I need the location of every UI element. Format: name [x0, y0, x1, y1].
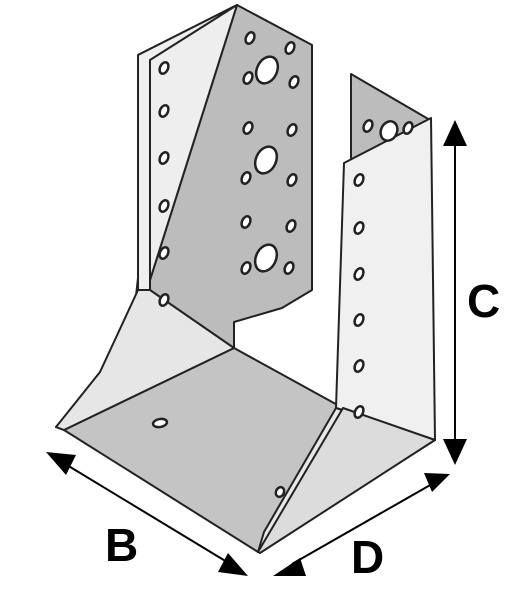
- dimension-d-line: [291, 483, 433, 565]
- bolt-hole: [253, 145, 279, 175]
- nail-hole: [286, 173, 298, 187]
- fastener-holes: [151, 31, 414, 499]
- nail-hole: [274, 485, 286, 499]
- nail-hole: [353, 313, 365, 327]
- bolt-hole: [253, 243, 279, 273]
- nail-hole: [240, 171, 252, 185]
- dimension-label-b: B: [105, 519, 138, 571]
- left-flange-front-panel: [137, 4, 238, 291]
- nail-hole: [242, 121, 254, 135]
- nail-hole: [353, 405, 365, 419]
- dimension-c-arrowhead-top: [443, 120, 467, 146]
- nail-hole: [353, 221, 365, 235]
- nail-hole: [151, 417, 169, 429]
- nail-hole: [288, 75, 300, 89]
- nail-hole: [353, 267, 365, 281]
- left-seat-wall: [55, 289, 235, 431]
- dimension-b-arrowhead-start: [46, 452, 76, 475]
- nail-hole: [402, 121, 414, 135]
- nail-hole: [240, 215, 252, 229]
- right-flange-front-face: [335, 117, 436, 441]
- nail-hole: [158, 61, 170, 75]
- nail-hole: [362, 119, 374, 133]
- dimension-c-arrowhead-bottom: [443, 439, 467, 465]
- nail-hole: [353, 173, 365, 187]
- nail-hole: [158, 199, 170, 213]
- bolt-hole: [254, 55, 280, 85]
- dimension-d-arrowhead-end: [424, 473, 450, 492]
- joist-hanger: [55, 4, 436, 554]
- nail-hole: [158, 104, 170, 118]
- nail-hole: [284, 41, 296, 55]
- front-lip: [257, 407, 436, 554]
- nail-hole: [242, 71, 254, 85]
- nail-hole: [240, 261, 252, 275]
- dimension-b-arrowhead-end: [218, 553, 248, 576]
- nail-hole: [158, 293, 170, 307]
- nail-hole: [283, 261, 295, 275]
- nail-hole: [286, 123, 298, 137]
- bolt-hole: [379, 120, 399, 142]
- nail-hole: [158, 151, 170, 165]
- dimension-arrows: [46, 120, 467, 576]
- nail-hole: [244, 31, 256, 45]
- dimension-label-c: C: [467, 275, 500, 327]
- dimension-d-arrowhead-start: [273, 558, 306, 576]
- dimension-b-line: [61, 461, 233, 566]
- nail-hole: [158, 246, 170, 260]
- nail-hole: [285, 219, 297, 233]
- dimension-label-d: D: [351, 531, 384, 583]
- nail-hole: [353, 359, 365, 373]
